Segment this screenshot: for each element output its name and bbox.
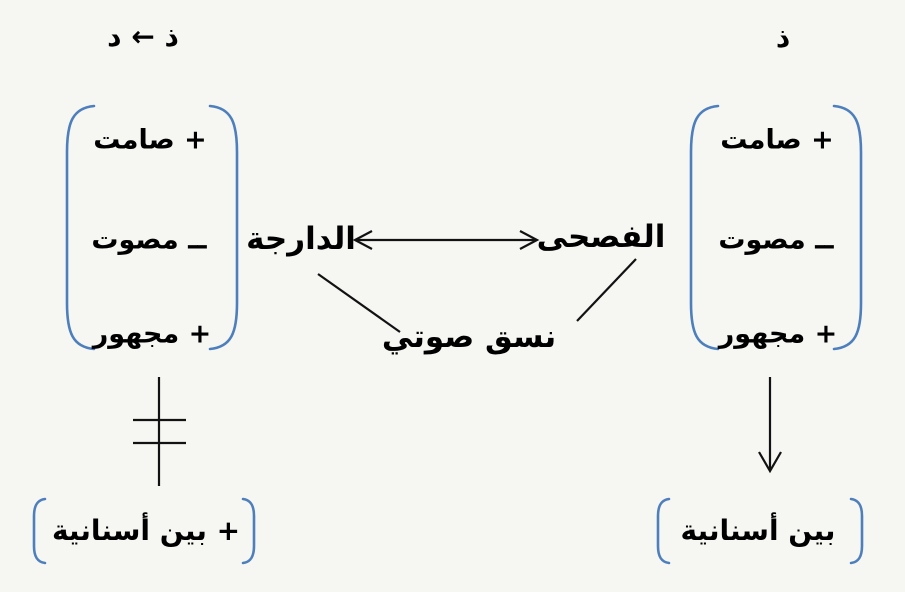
interdental-result-label: بين أسنانية [680, 513, 836, 547]
bottom-right-open-paren [656, 497, 671, 565]
bottom-right-close-paren [849, 497, 864, 565]
down-arrow [758, 377, 782, 474]
right-matrix-row-vocalic: ــ مصوت [718, 224, 834, 256]
bidirectional-arrow [352, 230, 540, 250]
right-matrix-close-paren [832, 104, 863, 351]
left-matrix-row-vocalic: ــ مصوت [91, 224, 207, 256]
interdental-blocked-label: + بين أسنانية [51, 513, 241, 547]
right-matrix-row-voiced: + مجهور [718, 318, 838, 350]
left-matrix-row-consonant: + صامت [93, 124, 207, 156]
bottom-left-close-paren [241, 497, 256, 565]
fusha-system-line [576, 258, 637, 322]
phoneme-dhal-label: ذ [775, 20, 791, 54]
darija-system-line [317, 273, 401, 333]
fusha-label: الفصحى [536, 219, 666, 256]
left-matrix-close-paren [208, 104, 239, 351]
bottom-left-open-paren [32, 497, 47, 565]
left-matrix-open-paren [65, 104, 96, 351]
left-matrix-row-voiced: + مجهور [92, 318, 212, 350]
not-equal-symbol [133, 377, 186, 486]
darija-label: الدارجة [246, 221, 356, 258]
right-matrix-row-consonant: + صامت [720, 124, 834, 156]
right-matrix-open-paren [689, 104, 720, 351]
rule-title-dhal-to-dal: ذ ← د [107, 19, 179, 53]
sound-system-label: نسق صوتي [381, 319, 557, 356]
